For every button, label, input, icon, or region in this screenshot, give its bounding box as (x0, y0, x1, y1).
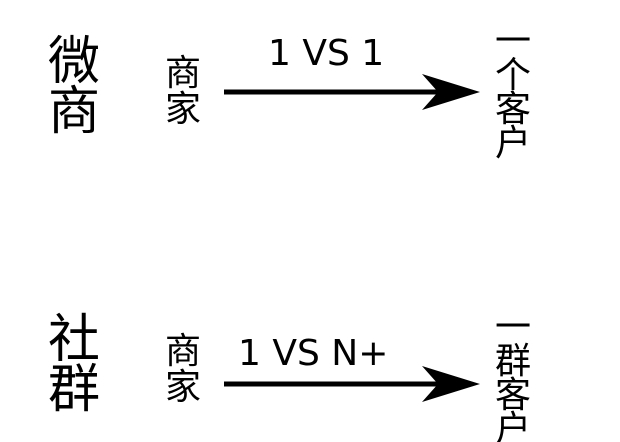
platform-char: 社 (48, 310, 101, 370)
row-community: 社 群 商 家 1 VS N+ 一 群 客 户 (0, 290, 620, 442)
platform-char: 商 (48, 82, 101, 142)
platform-char: 群 (48, 360, 101, 420)
customer-char: 客 (495, 89, 532, 130)
customer-char: 客 (495, 375, 532, 416)
customer-char: 户 (495, 409, 532, 442)
merchant-label: 商 家 (165, 56, 201, 128)
arrow-icon (224, 366, 480, 402)
customer-char: 群 (495, 341, 532, 382)
platform-label: 微 商 (48, 32, 101, 142)
customer-label: 一 个 客 户 (495, 21, 532, 164)
ratio-label: 1 VS N+ (238, 333, 389, 374)
merchant-char: 商 (165, 53, 202, 94)
customer-char: 一 (495, 21, 532, 62)
customer-char: 一 (495, 307, 532, 348)
merchant-char: 家 (165, 367, 202, 408)
customer-label: 一 群 客 户 (495, 310, 531, 442)
merchant-char: 商 (165, 331, 202, 372)
arrow-icon (224, 74, 480, 110)
ratio-label: 1 VS 1 (268, 33, 385, 74)
row-wechat-business: 微 商 商 家 1 VS 1 一 个 客 户 (48, 21, 532, 164)
platform-char: 微 (48, 32, 101, 92)
merchant-label: 商 家 (165, 334, 201, 406)
customer-char: 个 (495, 55, 532, 96)
platform-label: 社 群 (48, 310, 101, 420)
customer-char: 户 (495, 123, 532, 164)
merchant-char: 家 (165, 89, 202, 130)
